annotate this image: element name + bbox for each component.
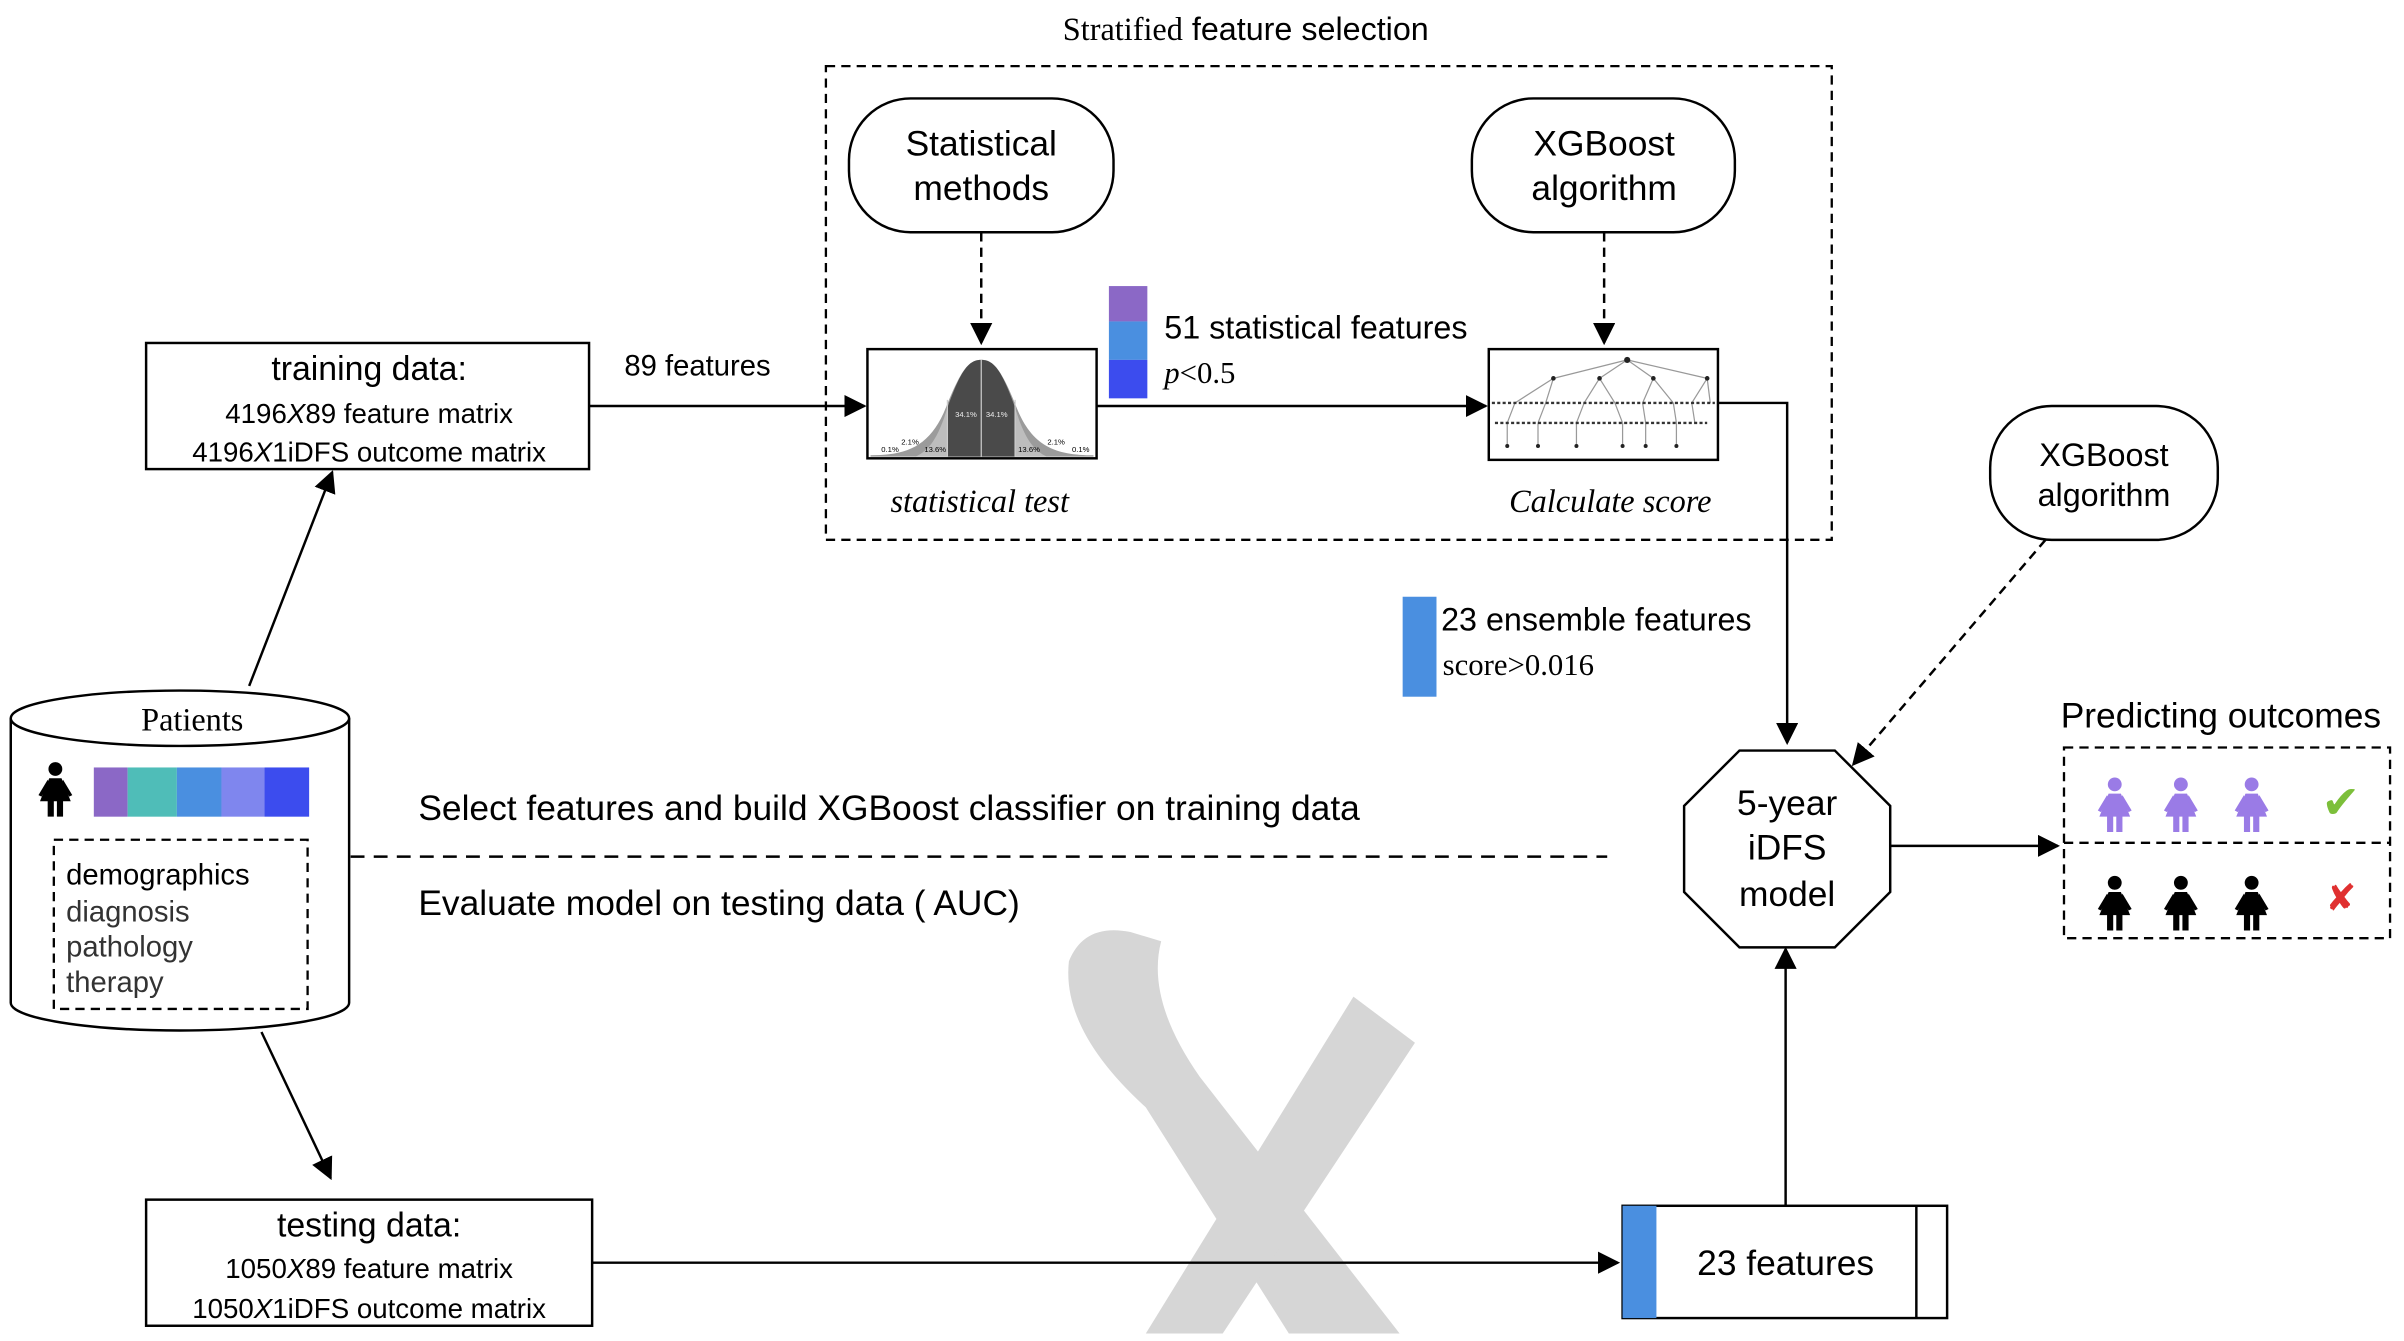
xgboost-right-line2: algorithm: [2038, 477, 2171, 513]
curve-label-7: 2.1%: [1047, 437, 1065, 446]
testing-data-box: [144, 1198, 594, 1327]
model-line1: 5-year: [1737, 784, 1837, 823]
xgboost-top-line2: algorithm: [1531, 169, 1676, 208]
positive-patient-icon: [2234, 777, 2269, 833]
training-data-box: [144, 341, 591, 471]
training-feature-matrix: 4196X89 feature matrix: [225, 398, 513, 429]
model-line3: model: [1739, 875, 1835, 914]
ensemble-feature-bar: [1402, 596, 1437, 697]
xgboost-algorithm-node: [1470, 97, 1737, 234]
curve-label-5: 34.1%: [986, 410, 1008, 419]
xgboost-to-model-arrow: [1851, 539, 2047, 767]
curve-label-1: 0.1%: [881, 445, 899, 454]
statistical-methods-line1: Statistical: [906, 124, 1057, 163]
category-pathology: pathology: [66, 932, 193, 964]
positive-patient-icon: [2163, 777, 2198, 833]
curve-label-3: 13.6%: [924, 445, 946, 454]
feature-bar-lightblue: [1108, 321, 1148, 360]
stratified-selection-title: Stratified feature selection: [1063, 11, 1429, 47]
cross-icon: ✘: [2325, 877, 2356, 918]
training-data-title: training data:: [271, 350, 467, 388]
idfs-model-node: [1682, 749, 1892, 949]
testing-feature-matrix: 1050X89 feature matrix: [225, 1253, 513, 1284]
category-demographics: demographics: [66, 859, 250, 891]
category-diagnosis: diagnosis: [66, 896, 189, 928]
check-icon: ✔: [2322, 776, 2361, 828]
curve-label-6: 13.6%: [1018, 445, 1040, 454]
curve-label-8: 0.1%: [1072, 445, 1090, 454]
features-23-label: 23 features: [1697, 1244, 1874, 1283]
score-to-model-arrow: [1717, 401, 1799, 746]
patient-categories-frame: [52, 838, 309, 1011]
curve-label-2: 2.1%: [901, 437, 919, 446]
statistical-methods-node: [847, 97, 1115, 234]
positive-patient-icon: [2097, 777, 2132, 833]
category-therapy: therapy: [66, 967, 164, 999]
patients-to-training-arrow: [248, 470, 336, 687]
patients-title: Patients: [141, 702, 243, 738]
testing-outcome-matrix: 1050X1iDFS outcome matrix: [192, 1293, 546, 1324]
xgboost-right-line1: XGBoost: [2039, 437, 2168, 473]
watermark: [1068, 930, 1415, 1334]
xgboost-top-line1: XGBoost: [1533, 124, 1675, 163]
score-threshold: score>0.016: [1443, 648, 1594, 682]
statistical-features-label: 51 statistical features: [1164, 309, 1467, 345]
normal-distribution-icon: 0.1% 2.1% 13.6% 34.1% 34.1% 13.6% 2.1% 0…: [866, 347, 1098, 460]
negative-patient-icon: [2163, 875, 2198, 931]
xgboost-tree-icon: [1487, 347, 1720, 462]
testing-data-title: testing data:: [277, 1207, 461, 1245]
statistical-test-caption: statistical test: [890, 483, 1069, 519]
features-23-colorbar: [1622, 1205, 1657, 1319]
features-89-label: 89 features: [624, 350, 770, 382]
negative-patient-icon: [2234, 875, 2269, 931]
p-value-threshold: p<0.5: [1162, 356, 1235, 390]
curve-label-4: 34.1%: [955, 410, 977, 419]
calculate-score-caption: Calculate score: [1509, 483, 1711, 519]
patients-to-testing-arrow: [260, 1031, 333, 1181]
feature-bar-purple: [1108, 286, 1148, 322]
feature-bar-darkblue: [1108, 359, 1148, 399]
predicting-outcomes-title: Predicting outcomes: [2061, 696, 2381, 735]
ensemble-features-label: 23 ensemble features: [1441, 602, 1751, 638]
negative-patient-icon: [2097, 875, 2132, 931]
training-outcome-matrix: 4196X1iDFS outcome matrix: [192, 436, 546, 467]
stratified-selection-frame: [824, 64, 1833, 541]
xgboost-algorithm-node-right: [1988, 404, 2220, 542]
model-line2: iDFS: [1748, 829, 1827, 868]
statistical-methods-line2: methods: [913, 169, 1049, 208]
patient-color-bars: [93, 767, 310, 817]
training-phase-label: Select features and build XGBoost classi…: [418, 789, 1360, 828]
testing-phase-label: Evaluate model on testing data ( AUC): [418, 884, 1019, 923]
